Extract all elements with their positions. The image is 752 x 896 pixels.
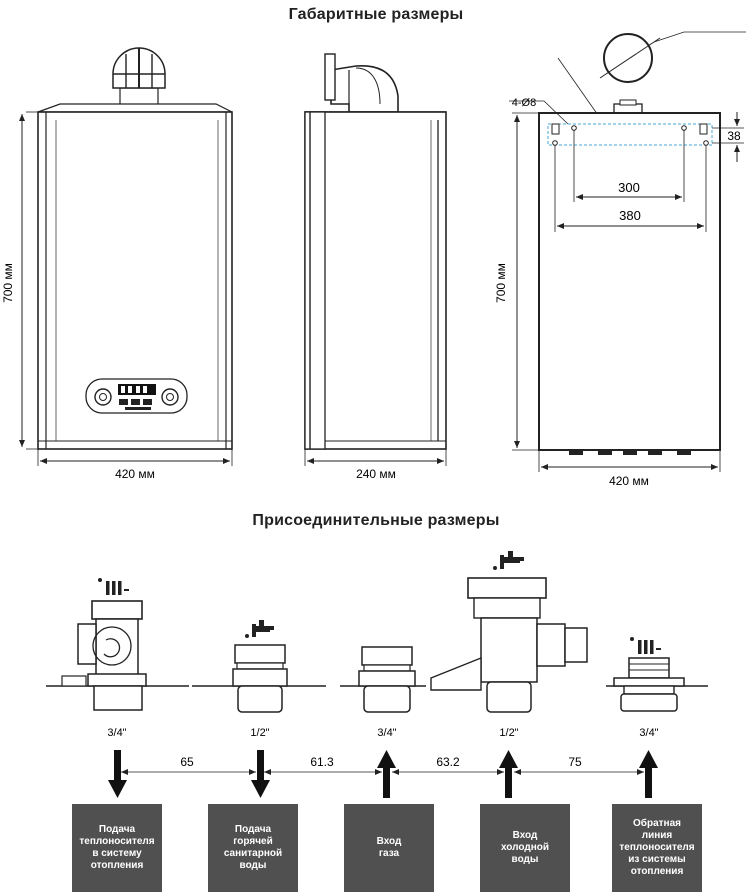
cold-water-valve	[430, 551, 588, 713]
size-label-cold-water: 1/2"	[499, 727, 518, 739]
size-label-gas-inlet: 3/4"	[377, 727, 396, 739]
spacing-380-label: 380	[619, 208, 641, 223]
rear-casing	[538, 112, 721, 451]
flow-arrow-down	[251, 750, 270, 798]
flow-arrow-up	[377, 750, 396, 798]
side-view: 240 мм	[304, 53, 447, 481]
radiator-icon	[630, 637, 661, 654]
mounting-bracket	[547, 123, 713, 146]
label-cold-water: Вход холодной воды	[480, 804, 570, 892]
rear-view: 4-Ø8 300 380 38	[494, 31, 746, 488]
overall-dimensions-title: Габаритные размеры	[288, 6, 464, 23]
spacing-300-label: 300	[618, 180, 640, 195]
bottom-connections	[569, 450, 691, 455]
holes-label: 4-Ø8	[512, 97, 536, 109]
tap-icon	[493, 551, 524, 570]
front-width-label: 420 мм	[115, 467, 155, 481]
tap-icon	[245, 620, 274, 638]
side-flue	[324, 53, 399, 113]
spacing-label-4: 75	[568, 755, 582, 769]
flow-arrow-up	[499, 750, 518, 798]
connections-diagram: 3/4" 1/2" 3/4" 1/2" 3/4" 65 61.3 63.2 75	[46, 551, 708, 798]
front-view: 700 мм 420 мм	[1, 47, 233, 481]
flow-arrow-down	[108, 750, 127, 798]
spacing-label-3: 63.2	[436, 755, 460, 769]
spacing-label-1: 65	[180, 755, 194, 769]
flue-opening-circle	[603, 33, 653, 83]
offset-38-label: 38	[727, 129, 741, 143]
size-label-heating-supply: 3/4"	[107, 727, 126, 739]
rear-height-label: 700 мм	[494, 263, 508, 303]
control-panel	[85, 378, 188, 414]
connection-dimensions-title: Присоединительные размеры	[252, 512, 500, 529]
front-flue	[112, 47, 166, 113]
heating-return-fitting	[613, 637, 685, 712]
radiator-icon	[98, 578, 129, 595]
label-heating-return: Обратная линия теплоносителя из системы …	[612, 804, 702, 892]
hot-water-fitting	[232, 620, 288, 713]
side-casing	[304, 111, 447, 450]
size-label-heating-return: 3/4"	[639, 727, 658, 739]
label-gas-inlet: Вход газа	[344, 804, 434, 892]
flow-arrow-up	[639, 750, 658, 798]
label-hot-water: Подача горячей санитарной воды	[208, 804, 298, 892]
side-depth-label: 240 мм	[356, 467, 396, 481]
size-label-hot-water: 1/2"	[250, 727, 269, 739]
rear-width-label: 420 мм	[609, 474, 649, 488]
spacing-label-2: 61.3	[310, 755, 334, 769]
heating-supply-valve	[61, 578, 147, 711]
label-heating-supply: Подача теплоносителя в систему отопления	[72, 804, 162, 892]
front-height-label: 700 мм	[1, 263, 15, 303]
gas-inlet-fitting	[358, 646, 416, 713]
